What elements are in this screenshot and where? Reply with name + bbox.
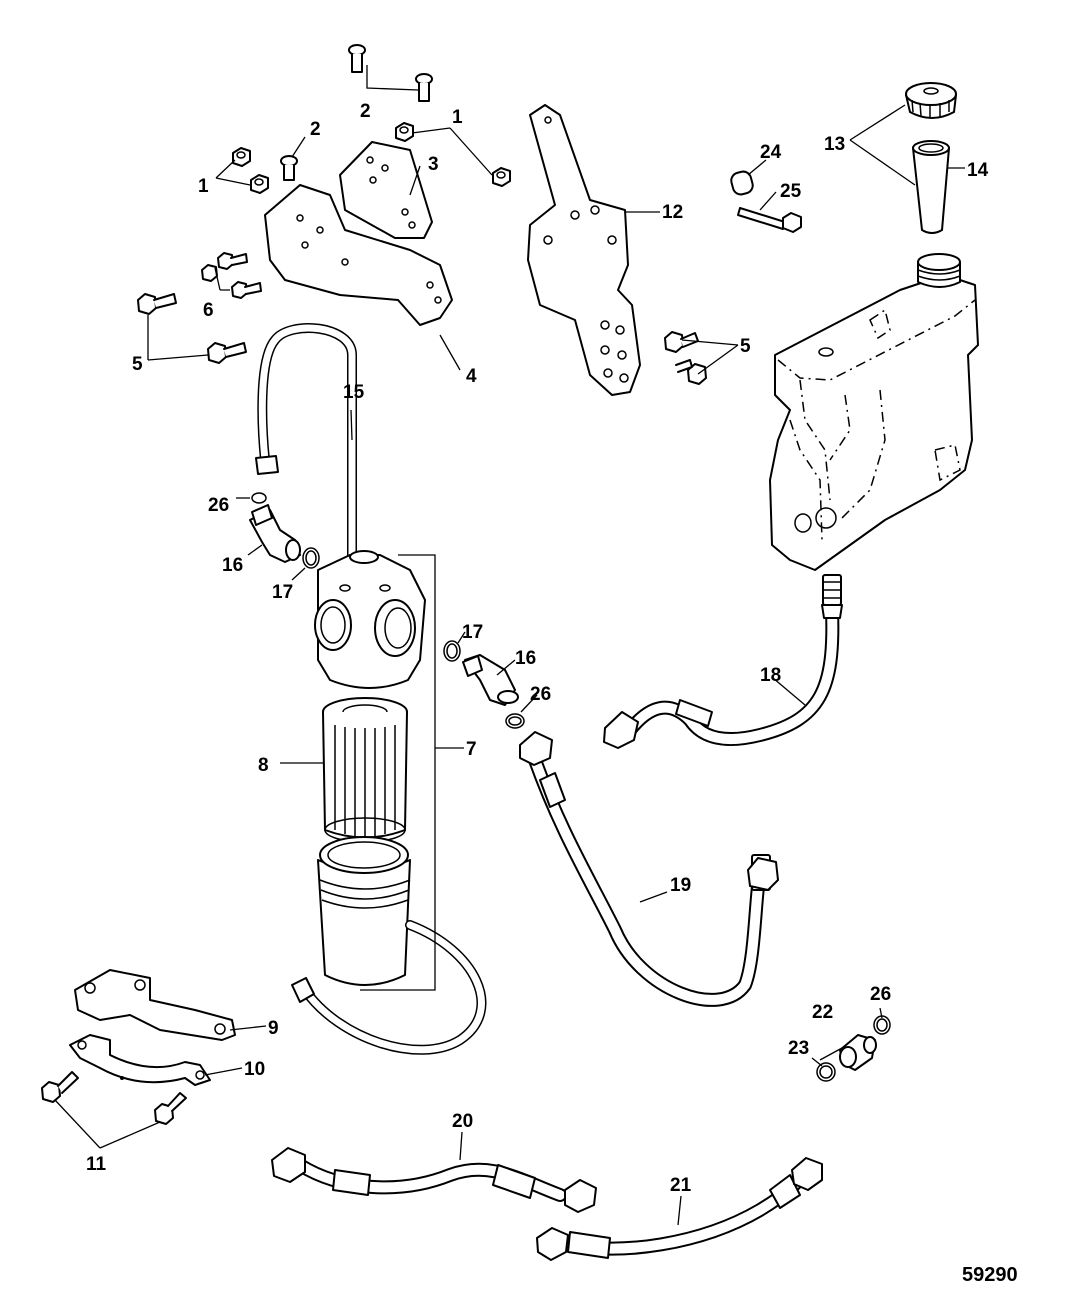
screw-2b	[415, 73, 433, 102]
callout-16-left: 16	[222, 555, 243, 576]
hose-21	[536, 1157, 823, 1261]
bracket-12	[527, 104, 641, 396]
drain-tube	[291, 920, 487, 1055]
callout-20: 20	[452, 1111, 473, 1132]
bolt-5b	[207, 342, 247, 364]
o-ring-23	[816, 1062, 836, 1082]
bolt-5c	[664, 331, 699, 353]
screw-2c	[280, 155, 298, 181]
elbow-fitting-16b	[462, 654, 519, 706]
bolt-5d	[675, 359, 707, 385]
filter-bowl	[317, 836, 411, 986]
callout-17-left: 17	[272, 582, 293, 603]
callout-21: 21	[670, 1175, 692, 1196]
callout-11: 11	[86, 1154, 107, 1175]
callout-16-right: 16	[515, 648, 536, 669]
sleeve-24	[730, 170, 754, 196]
figure-number: 59290	[962, 1264, 1018, 1286]
nut-1b	[250, 174, 269, 194]
nut-1c	[395, 122, 414, 142]
bolt-11a	[41, 1071, 79, 1103]
callout-12: 12	[662, 202, 683, 223]
callout-18: 18	[760, 665, 781, 686]
bolt-6b	[201, 264, 218, 282]
callout-23: 23	[788, 1038, 809, 1059]
hose-18	[603, 574, 843, 749]
callout-26-bottom: 26	[870, 984, 891, 1005]
callout-22: 22	[812, 1002, 833, 1023]
callout-labels: 2 2 1 1 3 4 6 5 12 5 24 25 13 14 15 26 1…	[86, 101, 989, 1196]
bolt-5a	[137, 293, 177, 315]
filler-cap-13	[905, 82, 957, 119]
callout-3: 3	[428, 154, 439, 175]
callout-7: 7	[466, 739, 477, 760]
fluid-tank	[769, 253, 979, 571]
callout-15: 15	[343, 382, 365, 403]
o-ring-26b	[505, 713, 525, 729]
nut-1d	[492, 167, 511, 187]
callout-14: 14	[967, 160, 989, 181]
hose-19	[519, 731, 779, 1007]
o-ring-26a	[251, 492, 267, 504]
bracket-4	[264, 184, 453, 326]
filter-element-8	[322, 697, 408, 843]
elbow-fitting-16a	[249, 504, 301, 563]
callout-9: 9	[268, 1018, 279, 1039]
hose-20	[271, 1147, 597, 1213]
callout-1-left: 1	[198, 176, 209, 197]
bolt-25	[737, 207, 802, 233]
screw-2a	[348, 44, 366, 73]
callout-5-right: 5	[740, 336, 751, 357]
filler-neck-14	[912, 140, 950, 234]
hose-15	[255, 323, 357, 565]
bolt-6c	[231, 281, 262, 299]
callout-17-right: 17	[462, 622, 483, 643]
callout-2-top: 2	[360, 101, 371, 122]
bracket-3	[339, 141, 433, 239]
callout-25: 25	[780, 181, 802, 202]
adapter-fitting-22	[839, 1034, 877, 1071]
o-ring-26c	[873, 1015, 891, 1035]
callout-10: 10	[244, 1059, 265, 1080]
callout-19: 19	[670, 875, 691, 896]
callout-24: 24	[760, 142, 782, 163]
bolt-11b	[154, 1092, 187, 1125]
callout-5-left: 5	[132, 354, 143, 375]
filter-head	[314, 550, 426, 689]
nut-1a	[232, 147, 251, 167]
callout-4: 4	[466, 366, 477, 387]
callout-6: 6	[203, 300, 214, 321]
clamp-10	[69, 1034, 211, 1086]
callout-8: 8	[258, 755, 269, 776]
callout-1-right: 1	[452, 107, 463, 128]
callout-26-right: 26	[530, 684, 551, 705]
bolt-6a	[217, 252, 248, 270]
callout-26-left: 26	[208, 495, 229, 516]
leader-lines	[54, 65, 965, 1226]
bracket-9	[74, 969, 236, 1041]
callout-13: 13	[824, 134, 845, 155]
o-ring-17a	[302, 547, 320, 569]
o-ring-17b	[443, 640, 461, 662]
callout-2-mid: 2	[310, 119, 321, 140]
